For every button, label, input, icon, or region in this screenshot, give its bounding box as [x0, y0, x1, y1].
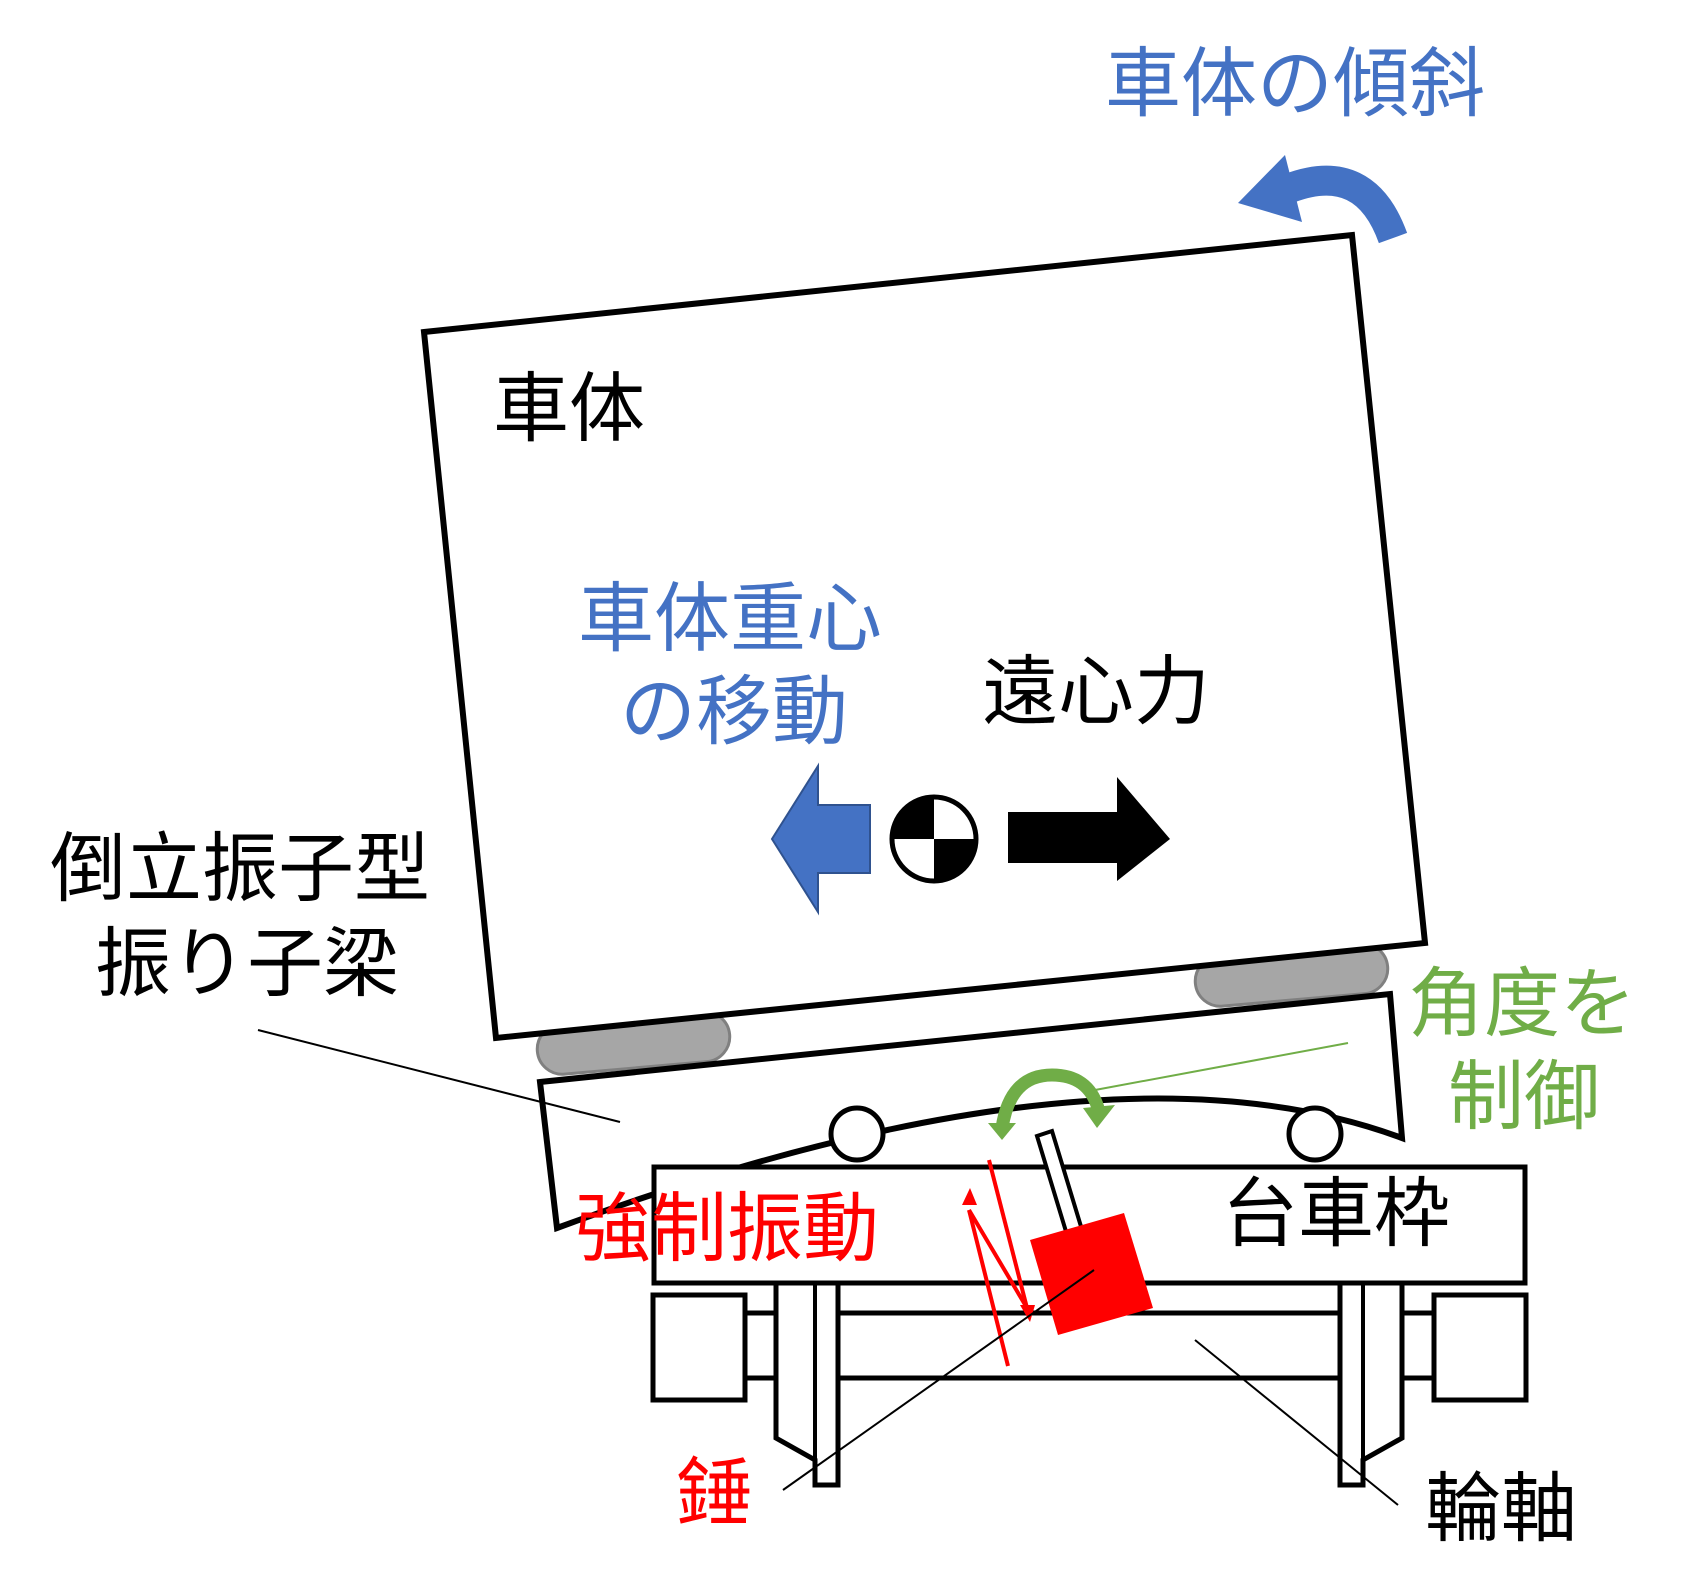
pendulum-leader-line — [257, 1029, 621, 1123]
bogie-frame-label: 台車枠 — [1222, 1169, 1450, 1258]
angle-label-line1: 角度を — [1408, 959, 1636, 1048]
right-wheel — [1337, 1280, 1405, 1488]
weight-leader-line — [782, 1269, 1095, 1491]
right-axle-box — [1431, 1292, 1529, 1403]
wheelset-label: 輪軸 — [1425, 1464, 1577, 1553]
left-roller — [828, 1105, 886, 1163]
center-of-gravity-icon — [889, 794, 979, 884]
left-axle-box — [650, 1292, 748, 1403]
weight-label: 錘 — [676, 1449, 752, 1538]
body-tilt-label: 車体の傾斜 — [1105, 39, 1485, 128]
wheelset-leader-line — [1194, 1339, 1399, 1506]
angle-control-arrow-icon — [988, 1068, 1115, 1140]
body-tilt-arrow-icon — [1238, 155, 1408, 244]
car-body-label: 車体 — [493, 364, 645, 453]
weight-mass — [1030, 1213, 1153, 1335]
angle-label-line2: 制御 — [1448, 1052, 1600, 1141]
forced-vibration-arrows-icon — [962, 1159, 1035, 1367]
car-body — [420, 231, 1429, 1042]
pendulum-label-line1: 倒立振子型 — [50, 824, 430, 913]
left-wheel — [773, 1280, 841, 1488]
centrifugal-arrow-icon — [1008, 777, 1170, 881]
cog-shift-label-line2: の移動 — [620, 667, 848, 756]
right-roller — [1286, 1105, 1344, 1163]
forced-vibration-label: 強制振動 — [575, 1184, 879, 1273]
centrifugal-label: 遠心力 — [982, 647, 1210, 736]
cog-shift-label-line1: 車体重心 — [578, 574, 882, 663]
pendulum-label-line2: 振り子梁 — [95, 919, 399, 1008]
cog-shift-arrow-icon — [770, 762, 871, 916]
angle-leader-line — [1094, 1042, 1349, 1091]
